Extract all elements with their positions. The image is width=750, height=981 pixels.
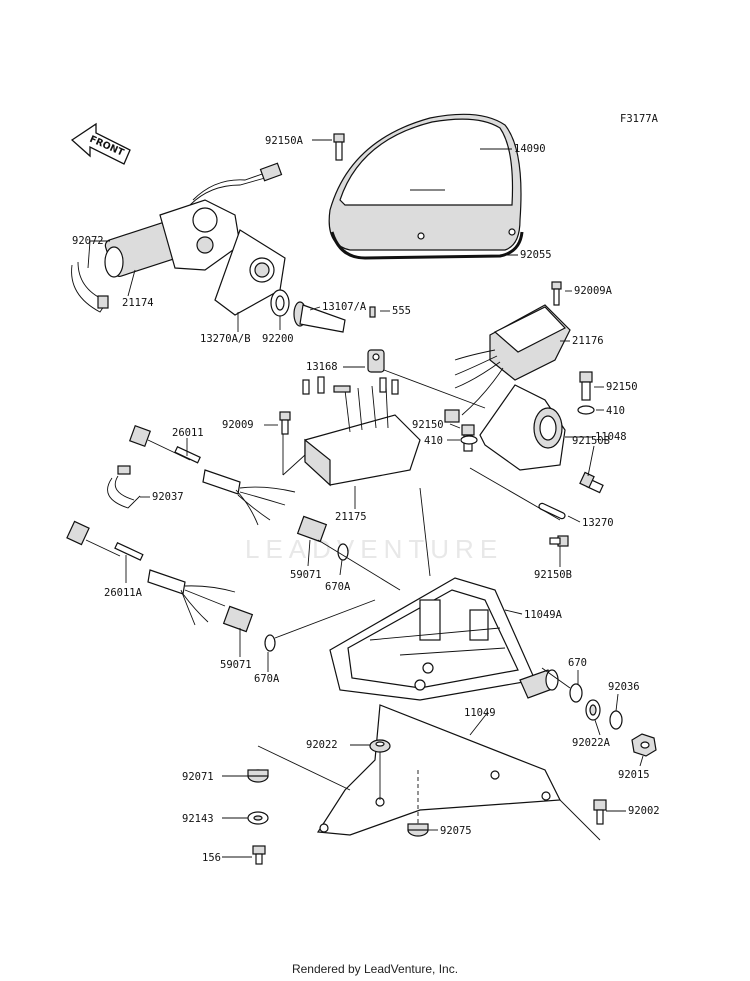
label-92022A: 92022A <box>572 737 611 749</box>
label-14090: 14090 <box>514 143 546 155</box>
label-11049: 11049 <box>464 707 496 719</box>
nut-92015 <box>631 733 657 757</box>
label-92055: 92055 <box>520 249 552 261</box>
label-92071: 92071 <box>182 771 214 783</box>
label-92036: 92036 <box>608 681 640 693</box>
grommet-92075 <box>407 823 429 837</box>
label-92072: 92072 <box>72 235 104 247</box>
harness-26011 <box>128 424 296 526</box>
label-13107A: 13107/A <box>322 301 367 313</box>
label-92009: 92009 <box>222 419 254 431</box>
washer-410-lower <box>460 435 478 445</box>
front-arrow-icon: FRONT <box>70 122 131 165</box>
strap-92037 <box>107 465 141 509</box>
washer-92200 <box>270 289 290 317</box>
label-92150B-a: 92150B <box>572 435 610 447</box>
controller-21176 <box>444 304 571 423</box>
fitting-59071-upper <box>296 515 328 543</box>
label-92143: 92143 <box>182 813 214 825</box>
label-156: 156 <box>202 852 221 864</box>
label-92022: 92022 <box>306 739 338 751</box>
bolt-92150-upper <box>579 371 593 401</box>
stopper-13168 <box>367 349 385 373</box>
bolt-92002 <box>593 799 607 825</box>
label-11048: 11048 <box>595 431 627 443</box>
plate-11049 <box>316 704 561 836</box>
label-11049A: 11049A <box>524 609 563 621</box>
cover-14090 <box>328 113 524 260</box>
label-26011: 26011 <box>172 427 204 439</box>
bolt-92150B-lower <box>549 535 569 547</box>
label-92150A: 92150A <box>265 135 304 147</box>
o-ring-670A-lower <box>264 634 276 652</box>
label-59071-b: 59071 <box>220 659 252 671</box>
leader-lines <box>87 139 644 858</box>
bolt-92150A <box>333 133 345 161</box>
label-13270: 13270 <box>582 517 614 529</box>
label-13270AB: 13270A/B <box>200 333 251 345</box>
label-92150-a: 92150 <box>606 381 638 393</box>
label-92150-b: 92150 <box>412 419 444 431</box>
fitting-59071-lower <box>222 605 254 633</box>
washer-410-upper <box>577 405 595 415</box>
washer-92022A <box>585 699 601 721</box>
watermark: LEADVENTURE <box>245 534 503 564</box>
label-21174: 21174 <box>122 297 154 309</box>
label-410-b: 410 <box>424 435 443 447</box>
label-92015: 92015 <box>618 769 650 781</box>
label-670: 670 <box>568 657 587 669</box>
label-59071-a: 59071 <box>290 569 322 581</box>
bolt-92009A <box>551 281 562 306</box>
label-410-a: 410 <box>606 405 625 417</box>
plate-13270AB <box>214 229 286 316</box>
label-92002: 92002 <box>628 805 660 817</box>
label-92200: 92200 <box>262 333 294 345</box>
part-labels: 92150A 14090 92072 21174 92055 13270A/B … <box>72 135 660 864</box>
shaft-13107A <box>293 301 346 333</box>
label-92150B-b: 92150B <box>534 569 572 581</box>
label-21175: 21175 <box>335 511 367 523</box>
bolt-156 <box>252 845 266 865</box>
label-92037: 92037 <box>152 491 184 503</box>
bracket-11048 <box>479 384 566 471</box>
strap-92072 <box>71 261 109 313</box>
grommet-92071 <box>247 769 269 783</box>
washer-92036 <box>609 710 623 730</box>
clip-13270 <box>538 502 566 520</box>
label-92075: 92075 <box>440 825 472 837</box>
label-670A-a: 670A <box>325 581 351 593</box>
label-21176: 21176 <box>572 335 604 347</box>
label-92009A: 92009A <box>574 285 613 297</box>
o-ring-670 <box>569 683 583 703</box>
box-21175 <box>302 376 421 487</box>
bolt-92150B-upper <box>579 471 604 494</box>
housing-11049A <box>329 577 559 701</box>
pin-555 <box>369 306 376 318</box>
label-26011A: 26011A <box>104 587 143 599</box>
label-555: 555 <box>392 305 411 317</box>
grommet-92143 <box>247 811 269 825</box>
label-670A-b: 670A <box>254 673 280 685</box>
label-13168: 13168 <box>306 361 338 373</box>
grommet-92022 <box>369 739 391 753</box>
motor-21174 <box>104 162 283 278</box>
figure-code: F3177A <box>620 113 659 125</box>
harness-26011A <box>66 520 236 626</box>
bolt-92009 <box>279 411 291 435</box>
footer-credit: Rendered by LeadVenture, Inc. <box>291 962 459 976</box>
